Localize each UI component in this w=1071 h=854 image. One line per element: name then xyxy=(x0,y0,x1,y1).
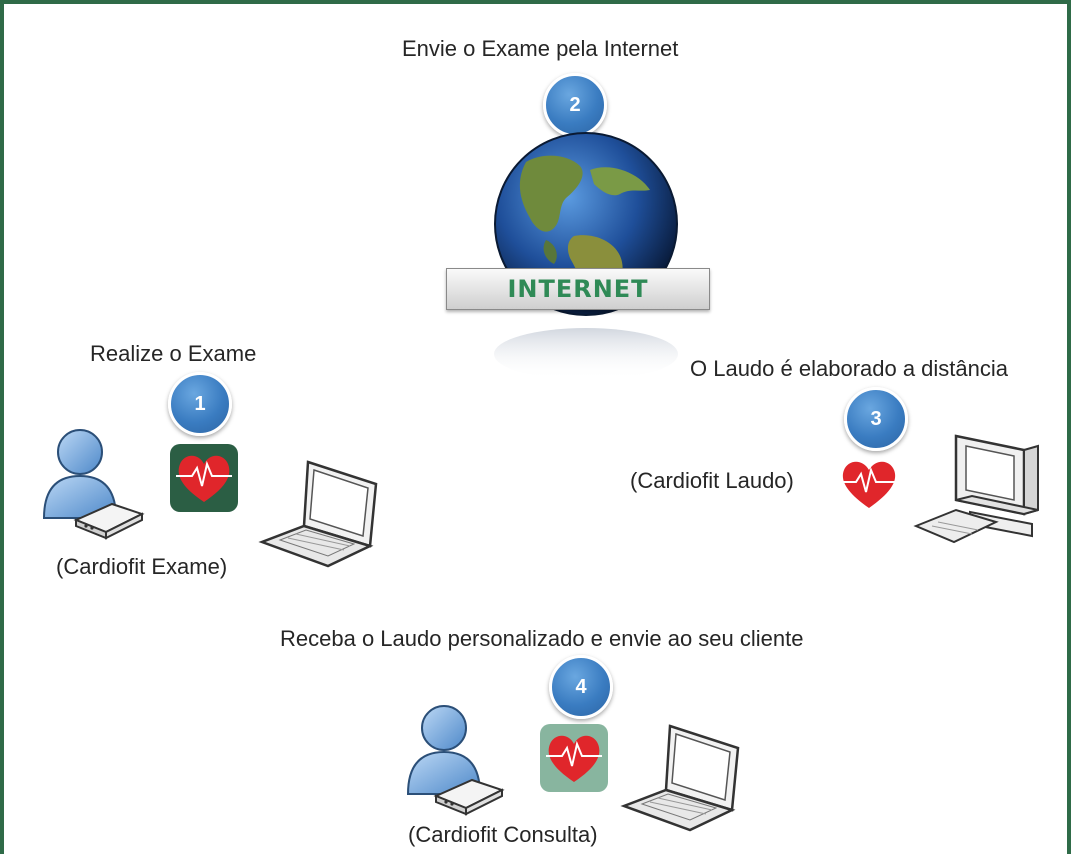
step2-badge: 2 xyxy=(543,73,607,137)
device-icon xyxy=(72,492,146,540)
step4-title: Receba o Laudo personalizado e envie ao … xyxy=(280,626,804,651)
heart-icon xyxy=(838,454,900,510)
step1-caption: (Cardiofit Exame) xyxy=(56,554,228,579)
internet-sign: INTERNET xyxy=(446,268,710,310)
internet-sign-label: INTERNET xyxy=(507,275,649,303)
user-icon xyxy=(40,426,120,522)
laptop-icon xyxy=(620,720,744,832)
step1-title: Realize o Exame xyxy=(90,341,257,366)
globe-icon xyxy=(470,132,700,380)
step1-badge: 1 xyxy=(168,372,232,436)
step3-title: O Laudo é elaborado a distância xyxy=(690,356,1009,381)
step4-caption: (Cardiofit Consulta) xyxy=(408,822,598,847)
user-icon xyxy=(404,702,484,798)
step3-caption: (Cardiofit Laudo) xyxy=(630,468,794,493)
desktop-computer-icon xyxy=(912,430,1046,560)
step2-title: Envie o Exame pela Internet xyxy=(402,36,679,61)
laptop-icon xyxy=(258,456,382,568)
heart-app-icon xyxy=(540,724,608,792)
device-icon xyxy=(432,768,506,816)
step4-badge: 4 xyxy=(549,655,613,719)
step3-badge: 3 xyxy=(844,387,908,451)
heart-app-icon xyxy=(170,444,238,512)
